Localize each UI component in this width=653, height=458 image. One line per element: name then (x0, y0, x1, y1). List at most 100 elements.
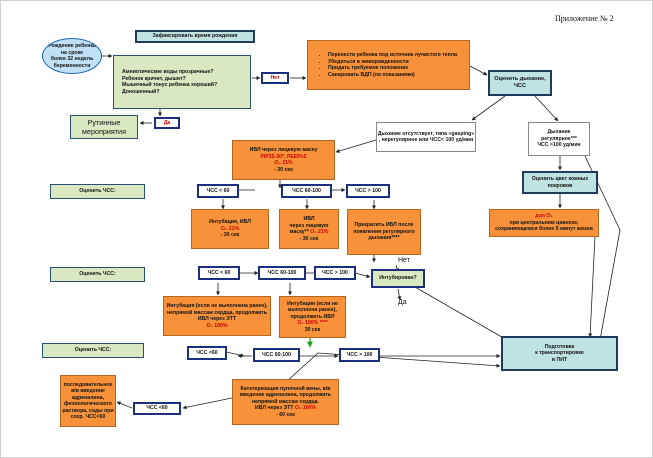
no-label-1-text: Нет (270, 74, 280, 81)
appendix-label: Приложение № 2 (555, 14, 614, 23)
r1-lt60: ЧСС < 60 (197, 184, 239, 198)
r3-back-lt60: ЧСС <60 (133, 402, 181, 415)
r3-mid-label: ЧСС 60-100 (262, 351, 291, 358)
assess-breath-label: Оценить дыхание, ЧСС (494, 76, 546, 89)
b1-mask-box: ИВЛ через лицевую маску** O₂ 21% - 30 се… (279, 209, 339, 249)
ivl-mask-pressure: PIP25-30*, PEEP≥5 (260, 153, 307, 160)
breath-ok-box: Дыхание регулярное*** ЧСС >100 уд/мин (528, 122, 590, 156)
assess-hr-3: Оценить ЧСС: (42, 343, 144, 358)
arrow-intubated-yes (397, 288, 402, 301)
arrow-intubated-transport (414, 286, 508, 341)
questions-box: Амниотические воды прозрачные? Ребенок к… (113, 55, 251, 109)
routine-box: Рутинные мероприятия (70, 115, 138, 139)
arrow-r2-intubated (354, 272, 371, 279)
b2-massage-box: Интубация (если не выполнена ранее), неп… (163, 296, 271, 336)
transport-line2: к транспортировке (535, 350, 584, 357)
yes-label-2: Да (398, 299, 407, 306)
arrow-assess-ok (534, 95, 559, 122)
ivl-mask-line1: ИВЛ через лицевую маску (249, 147, 318, 153)
breath-ok-line1: Дыхание (547, 129, 571, 136)
b2-mid-o2: O₂ 100% **** (297, 320, 328, 327)
b1-left-time: - 30 сек (220, 232, 240, 239)
record-time-label: Зафиксировать время рождения (152, 33, 238, 40)
b1-mid-line2: через лицевую маску** (289, 222, 329, 236)
o2-supply-box: доп O₂ при центральном цианозе, сохраняю… (489, 209, 599, 237)
no-label-1: Нет (261, 72, 289, 84)
intubated-label: Интубирован? (379, 275, 417, 282)
arrow-steps-assess (469, 65, 488, 76)
r3-lt60-label: ЧСС <60 (196, 349, 218, 356)
r3-gt100: ЧСС > 100 (339, 348, 380, 362)
assess-breath-box: Оценить дыхание, ЧСС (488, 70, 552, 96)
start-ellipse: Рождение ребенка на сроке более 32 недел… (42, 38, 102, 74)
no-label-2: Нет (398, 257, 410, 264)
transport-box: Подготовка к транспортировке в ПИТ (501, 336, 618, 371)
start-line3: более 32 недель (50, 56, 94, 62)
b3-sequence-box: последовательное в/в введение адреналина… (60, 375, 116, 427)
question-breathing: Ребенок кричит, дышит? (122, 76, 217, 83)
assess-hr-2: Оценить ЧСС: (50, 267, 145, 282)
r3-lt60: ЧСС <60 (187, 346, 227, 360)
b3-left-label: последовательное в/в введение адреналина… (62, 381, 114, 421)
breath-ok-line3: ЧСС >100 уд/мин (537, 142, 581, 149)
breath-ok-line2: регулярное*** (541, 135, 577, 142)
arrow-assess-nobreath (471, 95, 506, 121)
arrow-back-left (116, 401, 133, 409)
question-waters: Амниотические воды прозрачные? (122, 69, 217, 76)
b3-epinephrine-box: Катетеризация пупочной вены, в/в введени… (232, 379, 339, 425)
step-position: Придать требуемое положение (328, 65, 457, 72)
r3-mid: ЧСС 60-100 (253, 348, 300, 362)
question-tone: Мышечный тонус ребенка хороший? (122, 82, 217, 89)
r2-lt60-label: ЧСС < 60 (207, 269, 231, 276)
start-line1: Рождение ребенка (48, 43, 96, 49)
r2-lt60: ЧСС < 60 (198, 266, 240, 280)
assess-skin-label: Оценить цвет кожных покровов (531, 176, 589, 189)
question-term: Доношенный? (122, 89, 217, 96)
b1-mid-o2: O₂ 21% (310, 229, 329, 235)
assess-hr-3-label: Оценить ЧСС: (74, 347, 112, 354)
assess-hr-1: Оценить ЧСС: (50, 184, 145, 199)
b2-left-o2: O₂ 100% (206, 322, 228, 329)
b3-main-line1: Катетеризация пупочной вены, в/в введени… (239, 385, 332, 405)
arrow-o2-transport (588, 235, 596, 338)
arrow-main-transport (284, 352, 501, 384)
assess-skin-box: Оценить цвет кожных покровов (522, 171, 598, 194)
record-time-box: Зафиксировать время рождения (135, 30, 255, 43)
no-breath-label: Дыхание отсутствует, типа «gasping» , не… (377, 130, 475, 144)
b1-intubation-box: Интубация, ИВЛ O₂ 21% - 30 сек (191, 209, 269, 249)
arrow-nobreath-ivl (335, 139, 377, 153)
assess-hr-2-label: Оценить ЧСС: (79, 271, 116, 278)
b1-left-line1: Интубация, ИВЛ (209, 219, 251, 226)
r2-gt100: ЧСС > 100 (314, 266, 356, 280)
start-line4: беременности (53, 62, 91, 69)
b2-intubation-box: Интубация (если не выполнена ранее), про… (279, 296, 346, 338)
b1-mid-time: - 30 сек (299, 235, 319, 242)
step-airway: Санировать ВДП (по показаниям) (328, 72, 457, 79)
b2-mid-line1: Интубация (если не выполнена ранее), про… (287, 300, 338, 320)
o2-supply-line1: доп O₂ (535, 213, 553, 220)
r2-mid-label: ЧСС 60-100 (267, 269, 297, 276)
b1-right-label: Прекратить ИВЛ после появления регулярно… (353, 222, 415, 242)
r1-mid: ЧСС 60-100 (281, 184, 332, 198)
r2-mid: ЧСС 60-100 (258, 266, 306, 280)
no-breath-box: Дыхание отсутствует, типа «gasping» , не… (376, 122, 476, 152)
r1-lt60-label: ЧСС < 60 (206, 187, 230, 194)
arrow-main-back (182, 397, 233, 410)
b1-mid-line1: ИВЛ (303, 216, 315, 222)
step-liveborn: Убедиться в живорожденности (328, 59, 457, 66)
r1-gt100-label: ЧСС > 100 (355, 187, 381, 194)
b2-mid-time: 30 сек (304, 326, 321, 333)
b1-left-o2: O₂ 21% (220, 225, 240, 232)
transport-line1: Подготовка (544, 343, 575, 350)
step-warmth: Перенести ребенка под источник лучистого… (328, 52, 457, 59)
yes-label-1-text: Да (163, 119, 171, 126)
b1-stop-box: Прекратить ИВЛ после появления регулярно… (347, 209, 421, 255)
transport-line3: в ПИТ (551, 356, 568, 363)
b3-main-o2: O₂ 100% (294, 405, 316, 412)
b3-main-line2: ИВЛ через ЭТТ (255, 405, 294, 412)
assess-hr-1-label: Оценить ЧСС: (79, 188, 116, 195)
ivl-mask-time: - 30 сек (274, 166, 293, 173)
r1-mid-label: ЧСС 60-100 (292, 187, 321, 194)
ivl-mask-o2: O₂ 21% (274, 160, 293, 166)
